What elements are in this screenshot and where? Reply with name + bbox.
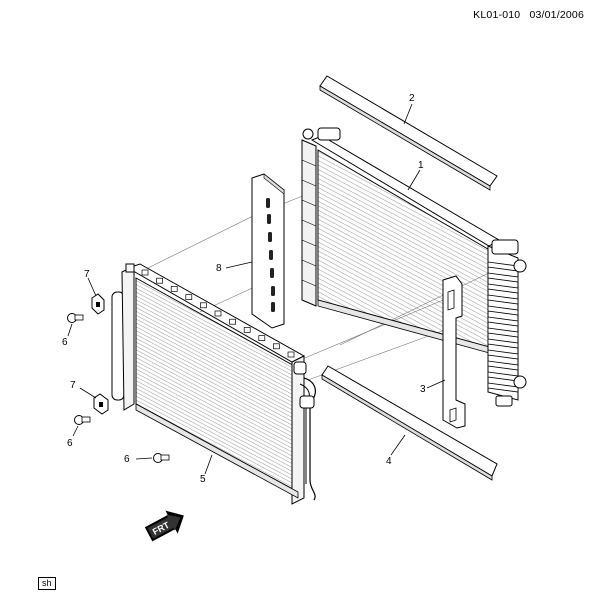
condenser bbox=[111, 263, 316, 505]
diagram-header: KL01-010 03/01/2006 bbox=[473, 9, 584, 21]
callout-2: 2 bbox=[409, 93, 415, 104]
radiator-tank-rib bbox=[487, 327, 519, 338]
callout-6-lower: 6 bbox=[124, 454, 130, 465]
bolt-lower bbox=[153, 453, 170, 463]
condenser-top-tab bbox=[243, 327, 251, 333]
radiator-tank-rib bbox=[487, 283, 519, 294]
radiator-tank-rib bbox=[487, 316, 519, 327]
radiator bbox=[301, 127, 527, 407]
front-arrow-icon: FRT bbox=[144, 510, 184, 542]
bracket-upper bbox=[91, 293, 105, 315]
condenser-top-tab bbox=[200, 302, 207, 309]
top-seal-strip bbox=[319, 75, 498, 191]
callout-5: 5 bbox=[200, 474, 206, 485]
condenser-top-tab bbox=[258, 335, 266, 341]
radiator-tank-rib bbox=[487, 338, 519, 349]
callout-1: 1 bbox=[418, 160, 424, 171]
air-seal-right bbox=[442, 275, 466, 429]
condenser-top-tab bbox=[141, 269, 149, 276]
radiator-tank-rib bbox=[487, 349, 519, 360]
radiator-tank-rib bbox=[487, 360, 519, 371]
lower-seal-strip bbox=[321, 365, 498, 481]
callout-7-upper: 7 bbox=[84, 269, 90, 280]
callout-6-middle: 6 bbox=[67, 438, 73, 449]
bracket-lower bbox=[93, 393, 109, 415]
bolt-upper bbox=[67, 313, 84, 323]
diagram-date: 03/01/2006 bbox=[529, 9, 584, 21]
condenser-top-tab bbox=[229, 318, 236, 325]
callout-6-upper: 6 bbox=[62, 337, 68, 348]
callout-4: 4 bbox=[386, 456, 392, 467]
callout-leaders bbox=[67, 103, 446, 475]
sheet-badge: sh bbox=[38, 577, 56, 590]
radiator-tank-rib bbox=[487, 382, 519, 393]
diagram-id: KL01-010 bbox=[473, 9, 521, 21]
radiator-tank-rib bbox=[487, 272, 519, 283]
radiator-tank-rib bbox=[487, 305, 519, 316]
callout-8: 8 bbox=[216, 263, 222, 274]
condenser-top-tab bbox=[170, 286, 178, 292]
condenser-top-tab bbox=[214, 310, 222, 317]
condenser-top-tab bbox=[185, 294, 193, 300]
callout-3: 3 bbox=[420, 384, 426, 395]
condenser-top-tab bbox=[156, 277, 163, 284]
bolt-middle bbox=[74, 415, 91, 425]
air-seal-left bbox=[251, 173, 285, 329]
callouts: 2 1 3 4 5 8 7 7 6 6 6 bbox=[62, 93, 426, 485]
callout-7-lower: 7 bbox=[70, 380, 76, 391]
condenser-top-tab bbox=[273, 343, 280, 350]
radiator-tank-rib bbox=[487, 294, 519, 305]
condenser-top-tab bbox=[287, 351, 295, 358]
